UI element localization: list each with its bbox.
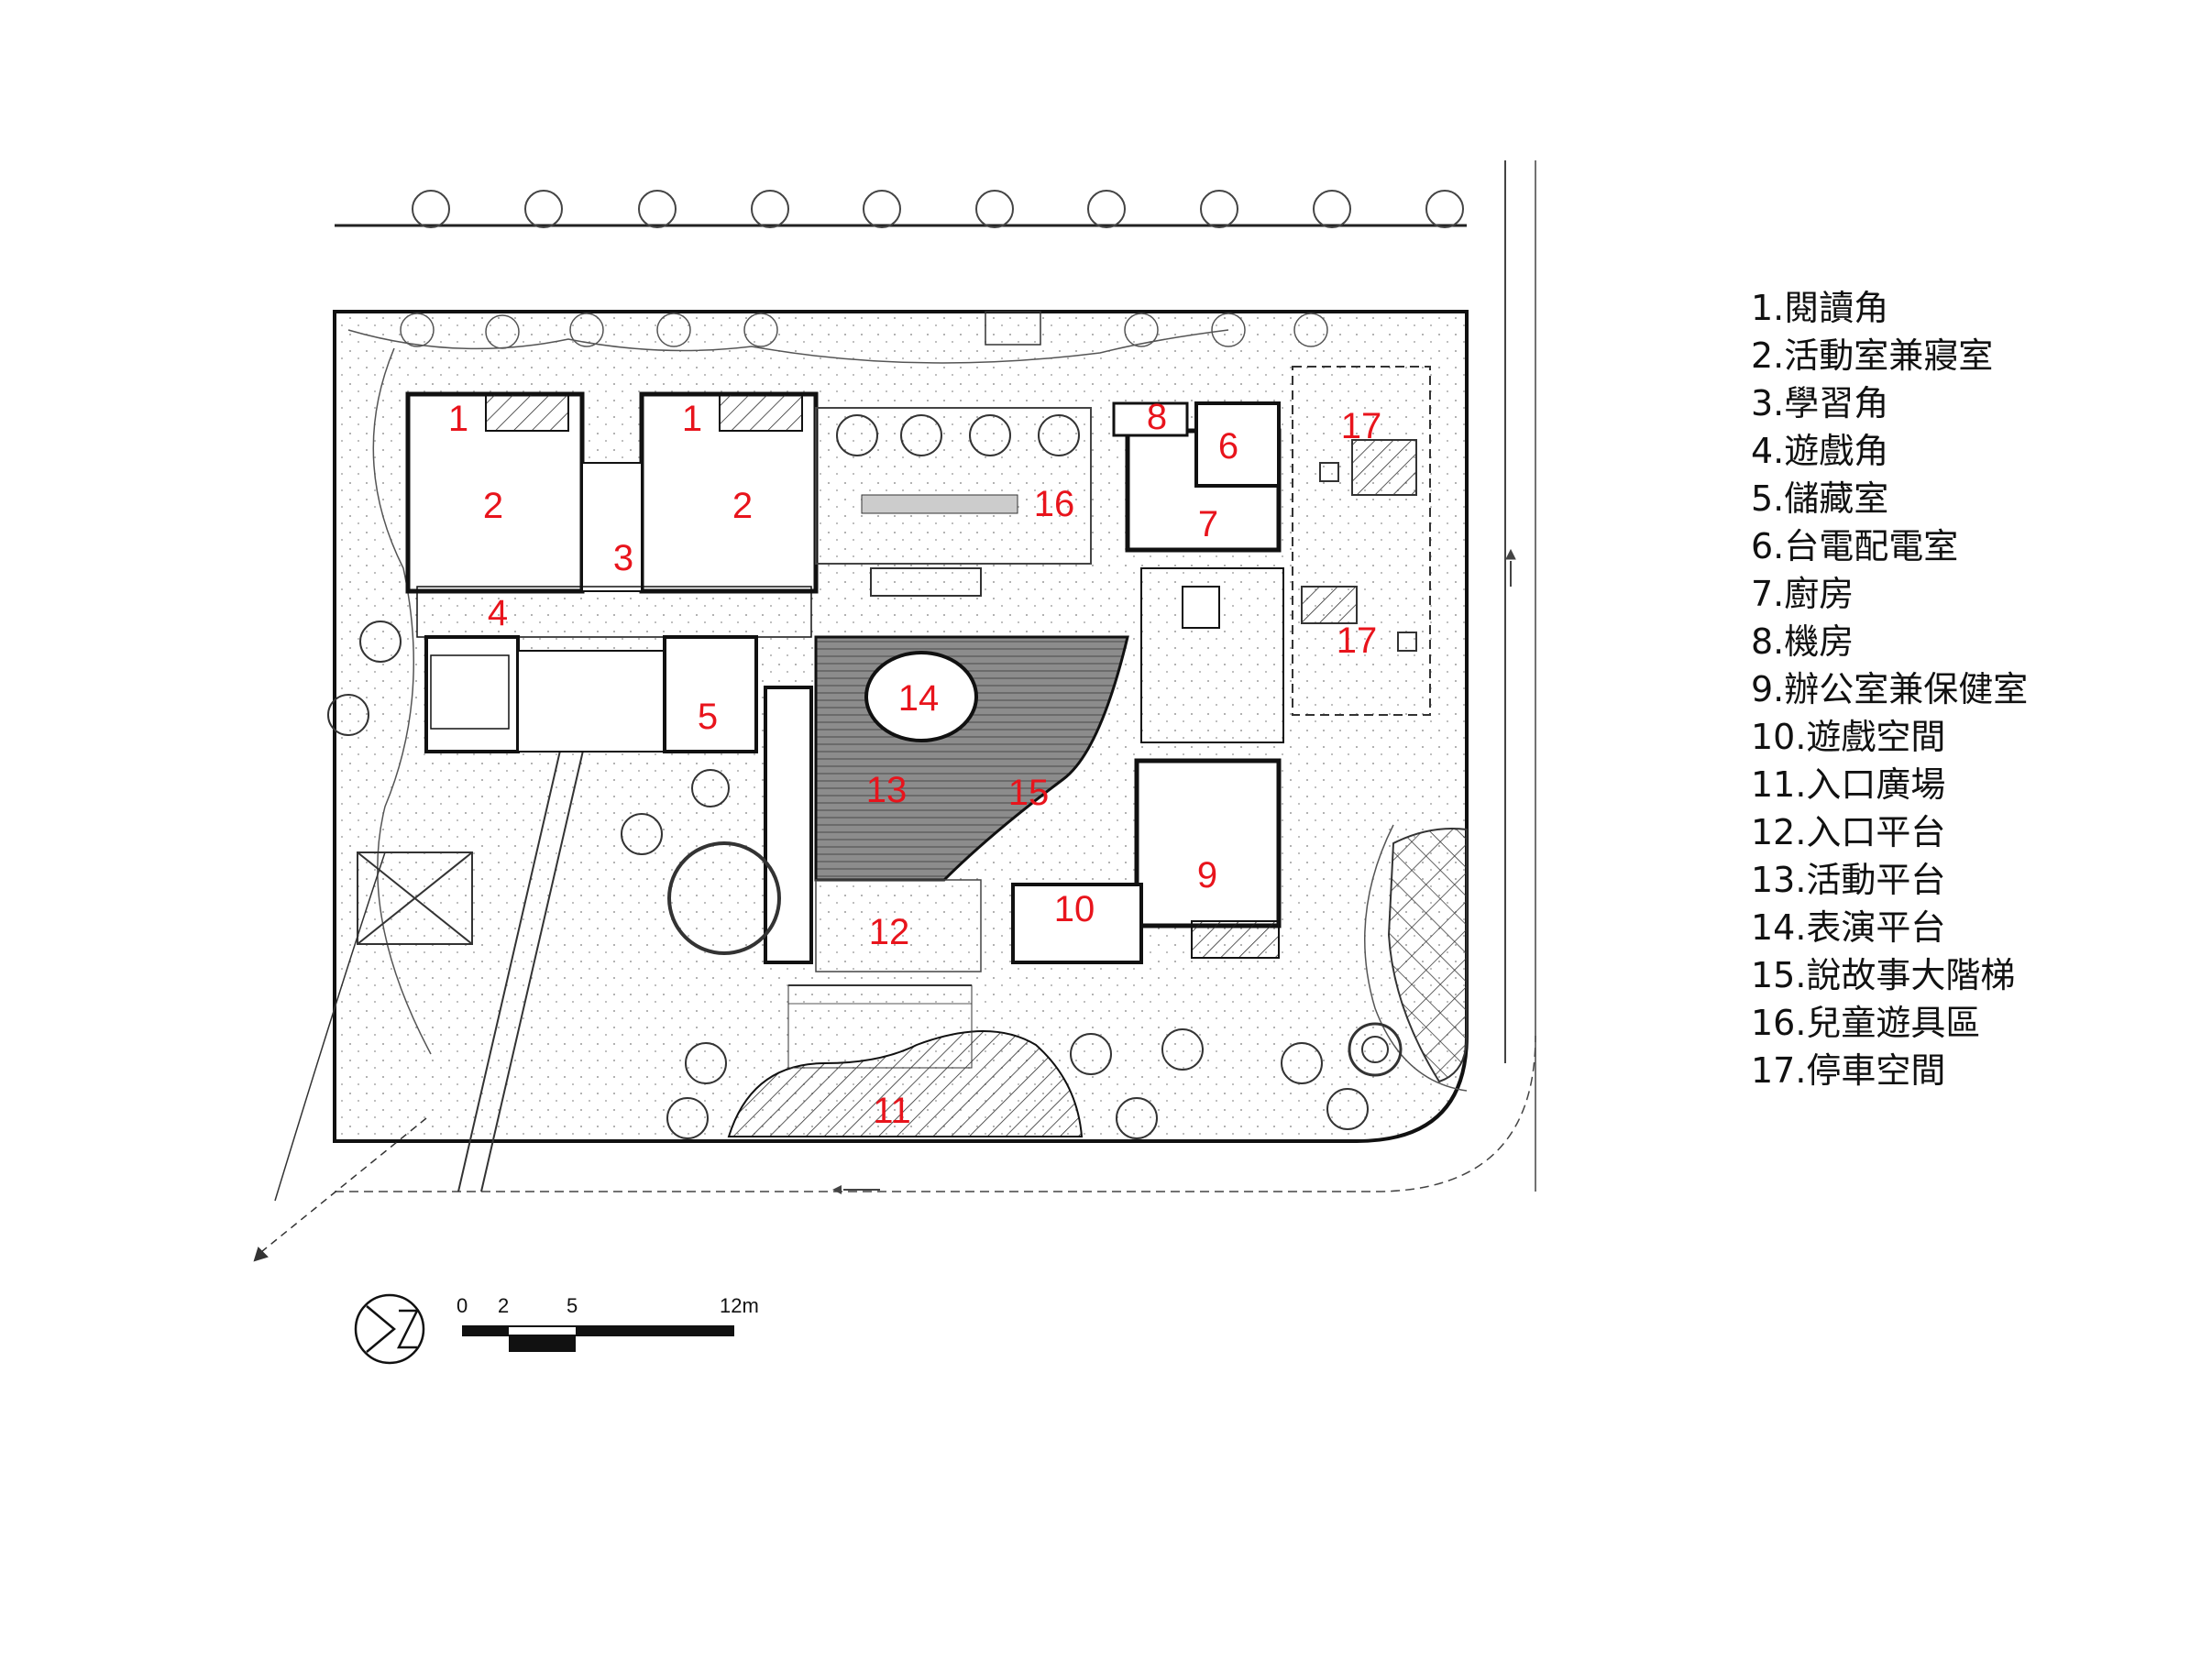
legend-item: 5.儲藏室 [1751,478,1889,519]
south-trees [666,1028,1369,1139]
label-6: 6 [1218,426,1238,467]
label-14: 14 [898,678,940,719]
scale-bar: 0 2 5 12m [457,1294,759,1352]
legend-item: 6.台電配電室 [1751,526,1959,566]
legend: 1.閱讀角 2.活動室兼寢室 3.學習角 4.遊戲角 5.儲藏室 6.台電配電室… [1751,284,2028,1094]
west-wing [405,391,819,753]
scale-label-5: 5 [567,1294,578,1317]
east-street [1504,160,1536,1192]
label-15: 15 [1008,773,1050,813]
room-number-labels: 1 1 2 2 3 4 5 6 7 8 9 10 11 12 13 14 15 … [448,397,1381,1131]
legend-item: 1.閱讀角 [1751,288,1889,328]
label-5: 5 [698,697,718,737]
label-4: 4 [488,593,508,633]
scale-label-0: 0 [457,1294,468,1317]
label-17a: 17 [1341,406,1382,446]
north-arrow-icon [354,1293,425,1365]
legend-item: 13.活動平台 [1751,860,1946,900]
play-area-trees [327,414,1080,955]
west-paths [253,714,592,1262]
legend-item: 15.說故事大階梯 [1751,955,2016,995]
legend-item: 17.停車空間 [1751,1050,1946,1091]
legend-item: 12.入口平台 [1751,812,1946,852]
label-17b: 17 [1337,621,1378,661]
legend-item: 11.入口廣場 [1751,764,1946,805]
label-12: 12 [869,912,910,952]
north-street-trees [335,190,1467,228]
label-3: 3 [613,538,633,578]
label-1b: 1 [682,399,702,439]
label-1a: 1 [448,399,468,439]
label-9: 9 [1197,855,1217,895]
central-decks [764,407,1129,972]
label-16: 16 [1034,484,1075,524]
label-13: 13 [866,770,908,810]
label-2a: 2 [483,486,503,526]
legend-item: 9.辦公室兼保健室 [1751,669,2029,709]
scale-label-12m: 12m [720,1294,759,1317]
legend-item: 10.遊戲空間 [1751,717,1946,757]
label-2b: 2 [732,486,753,526]
legend-item: 7.廚房 [1751,574,1854,614]
label-8: 8 [1147,397,1167,437]
legend-item: 2.活動室兼寢室 [1751,335,1994,376]
legend-item: 3.學習角 [1751,383,1889,423]
legend-item: 8.機房 [1751,621,1854,662]
label-10: 10 [1054,889,1095,929]
legend-item: 16.兒童遊具區 [1751,1003,1981,1043]
legend-item: 14.表演平台 [1751,907,1946,948]
label-7: 7 [1198,504,1218,544]
parking [1292,366,1431,716]
scale-label-2: 2 [498,1294,509,1317]
label-11: 11 [873,1091,911,1131]
southeast-garden [1348,828,1468,1083]
legend-item: 4.遊戲角 [1751,431,1889,471]
east-block [1011,401,1284,964]
entrance-plaza [727,984,1084,1137]
